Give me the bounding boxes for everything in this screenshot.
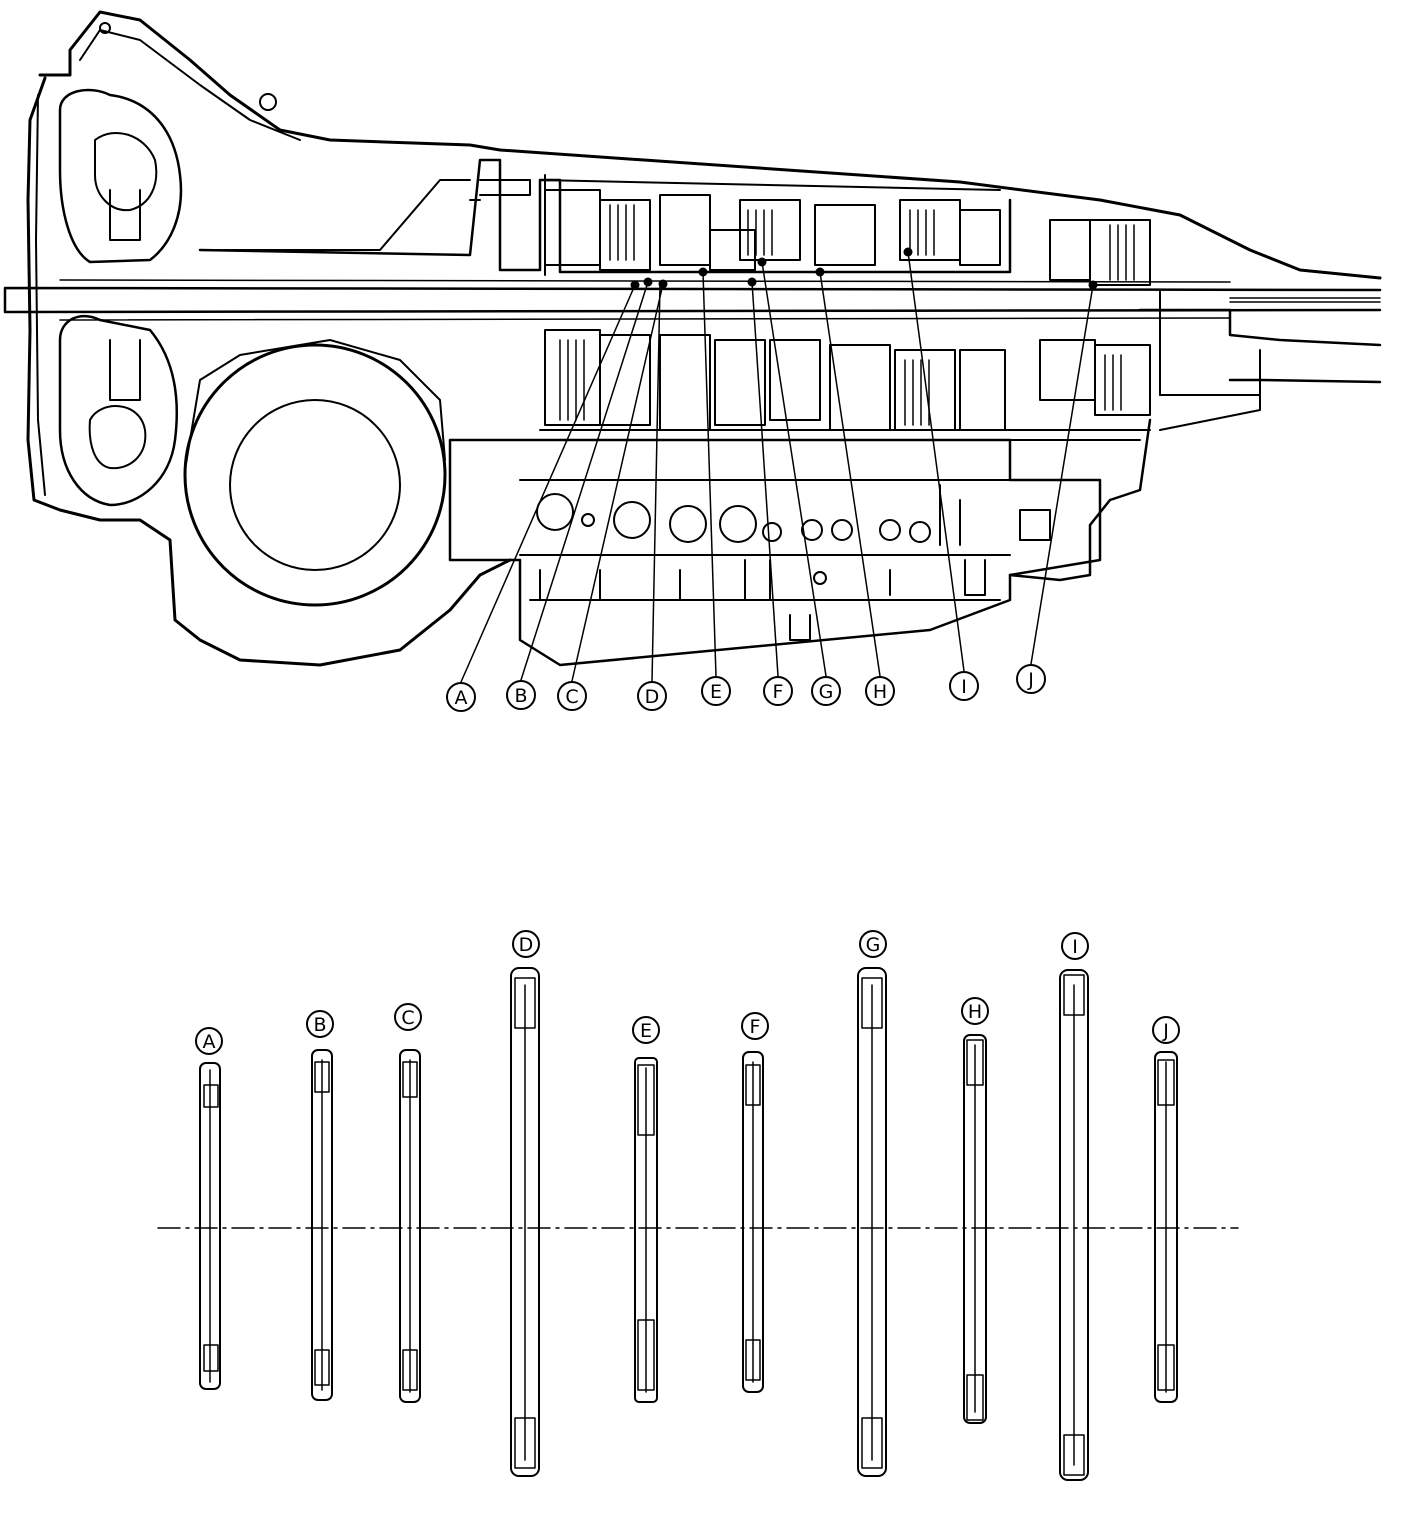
svg-text:B: B [313, 1014, 326, 1036]
transmission-cross-section [3, 10, 1382, 667]
callout-top-j: J [1016, 664, 1046, 694]
rod-f: F [741, 1012, 769, 1393]
oil-pump-housing [183, 343, 447, 607]
leader-line-e [702, 271, 717, 677]
leader-line-f [751, 281, 779, 677]
svg-text:H: H [873, 681, 887, 703]
rod-d: D [510, 930, 540, 1477]
svg-text:F: F [750, 1016, 761, 1038]
leader-line-b [520, 281, 649, 681]
leader-lines [460, 247, 1098, 683]
svg-text:D: D [645, 686, 660, 708]
svg-text:A: A [203, 1031, 216, 1053]
clutch-packs-upper [539, 174, 1151, 286]
case-inner-upper [198, 158, 1012, 274]
svg-text:E: E [710, 681, 722, 703]
callout-top-a: A [446, 682, 476, 712]
torque-converter-upper [58, 88, 183, 264]
main-shaft [3, 286, 1382, 314]
svg-text:B: B [514, 685, 527, 707]
callout-top-d: D [637, 681, 667, 711]
case-outline-top [38, 10, 1382, 280]
leader-line-j [1030, 284, 1094, 665]
svg-text:I: I [1072, 936, 1078, 958]
svg-text:G: G [866, 934, 881, 956]
rod-i: I [1059, 932, 1089, 1481]
callouts-top: A B C D E F G H [446, 664, 1046, 712]
svg-text:J: J [1162, 1020, 1169, 1042]
torque-converter-lower [58, 314, 178, 507]
callout-top-g: G [811, 676, 841, 706]
callout-top-c: C [557, 681, 587, 711]
callout-top-i: I [949, 671, 979, 701]
rod-j: J [1152, 1016, 1180, 1403]
oil-pump-rotor [229, 399, 401, 571]
rod-a: A [195, 1027, 223, 1390]
svg-text:I: I [961, 676, 967, 698]
valve-body [448, 438, 1102, 667]
svg-text:G: G [819, 681, 834, 703]
svg-text:C: C [401, 1007, 414, 1029]
rod-c: C [394, 1003, 422, 1403]
bell-housing [26, 76, 512, 667]
svg-text:H: H [968, 1001, 982, 1023]
parts-layout: A B C D [157, 930, 1239, 1481]
svg-text:F: F [773, 681, 784, 703]
rod-h: H [961, 997, 989, 1424]
svg-text:J: J [1027, 669, 1034, 691]
rod-b: B [306, 1010, 334, 1401]
leader-line-c [571, 283, 664, 682]
leader-line-d [651, 284, 661, 682]
leader-line-g [761, 261, 827, 677]
svg-text:D: D [519, 934, 534, 956]
leader-line-h [819, 271, 881, 677]
callout-top-h: H [865, 676, 895, 706]
callout-top-f: F [763, 676, 793, 706]
svg-text:C: C [565, 686, 578, 708]
case-outline-top-inner [79, 29, 301, 141]
leader-line-i [907, 251, 965, 672]
svg-text:E: E [640, 1020, 652, 1042]
extension-housing [1008, 418, 1152, 582]
leader-line-a [460, 284, 636, 683]
clutch-packs-lower [539, 329, 1151, 441]
svg-text:A: A [455, 687, 468, 709]
rod-g: G [857, 930, 887, 1477]
rod-e: E [632, 1016, 660, 1403]
callout-top-e: E [701, 676, 731, 706]
callout-top-b: B [506, 680, 536, 710]
